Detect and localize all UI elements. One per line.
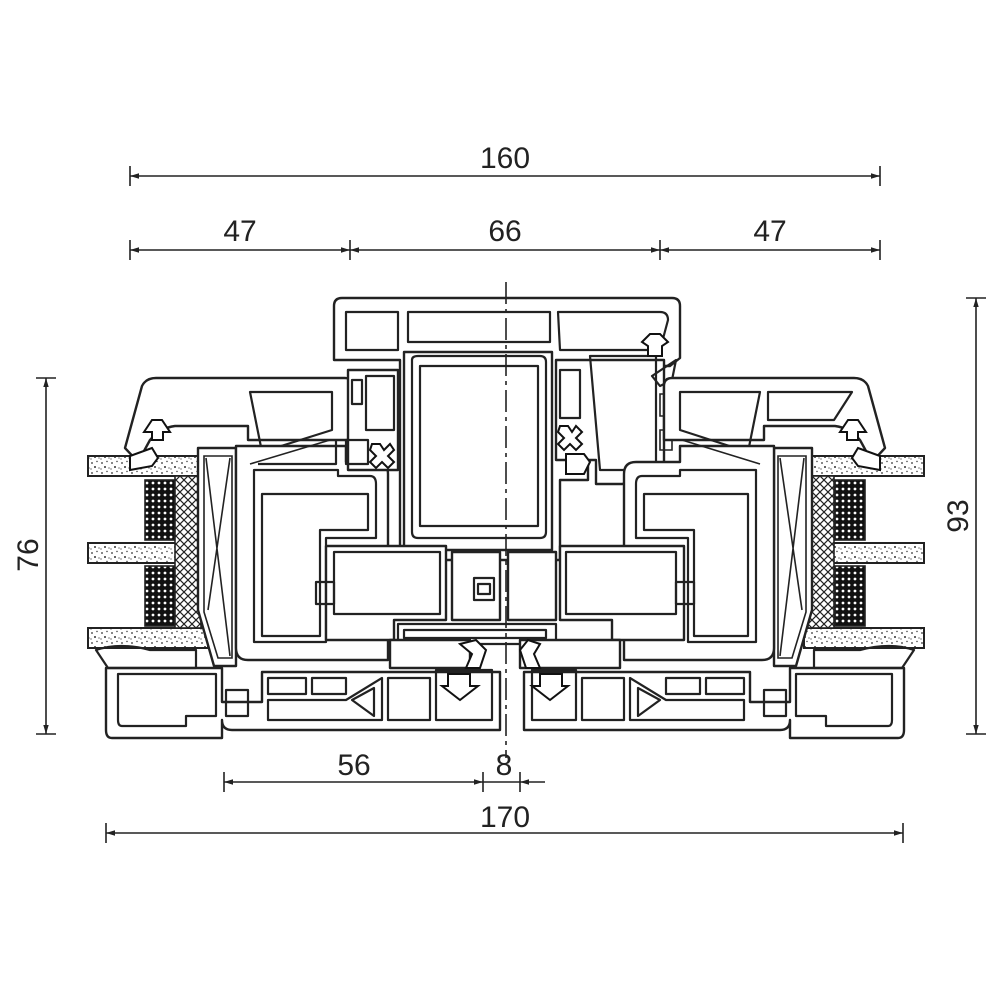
dimension-left-height: 76 — [12, 377, 56, 735]
dimension-label-top-right: 47 — [753, 215, 786, 248]
dimension-label-left-height: 76 — [12, 538, 45, 571]
dimension-label-right-height: 93 — [942, 499, 975, 532]
dimension-label-top-total: 160 — [480, 142, 530, 175]
dimension-label-bottom-gap: 8 — [496, 749, 513, 782]
glazing-left — [87, 455, 209, 649]
dimension-right-height: 93 — [942, 297, 986, 735]
dimension-bottom-segments: 56 8 — [223, 749, 545, 792]
dimension-label-bottom-total: 170 — [480, 801, 530, 834]
dimension-top-total: 160 — [129, 142, 881, 186]
center-lower-profiles — [314, 544, 696, 670]
dimension-label-bottom-left: 56 — [337, 749, 370, 782]
central-mullion-profile — [332, 296, 682, 562]
dimension-bottom-total: 170 — [105, 801, 904, 843]
dimension-top-segments: 47 66 47 — [129, 215, 881, 260]
dimension-label-top-middle: 66 — [488, 215, 521, 248]
glazing-right — [803, 455, 925, 649]
dimension-label-top-left: 47 — [223, 215, 256, 248]
left-sash-profile — [94, 376, 502, 740]
right-sash-profile — [522, 376, 916, 740]
